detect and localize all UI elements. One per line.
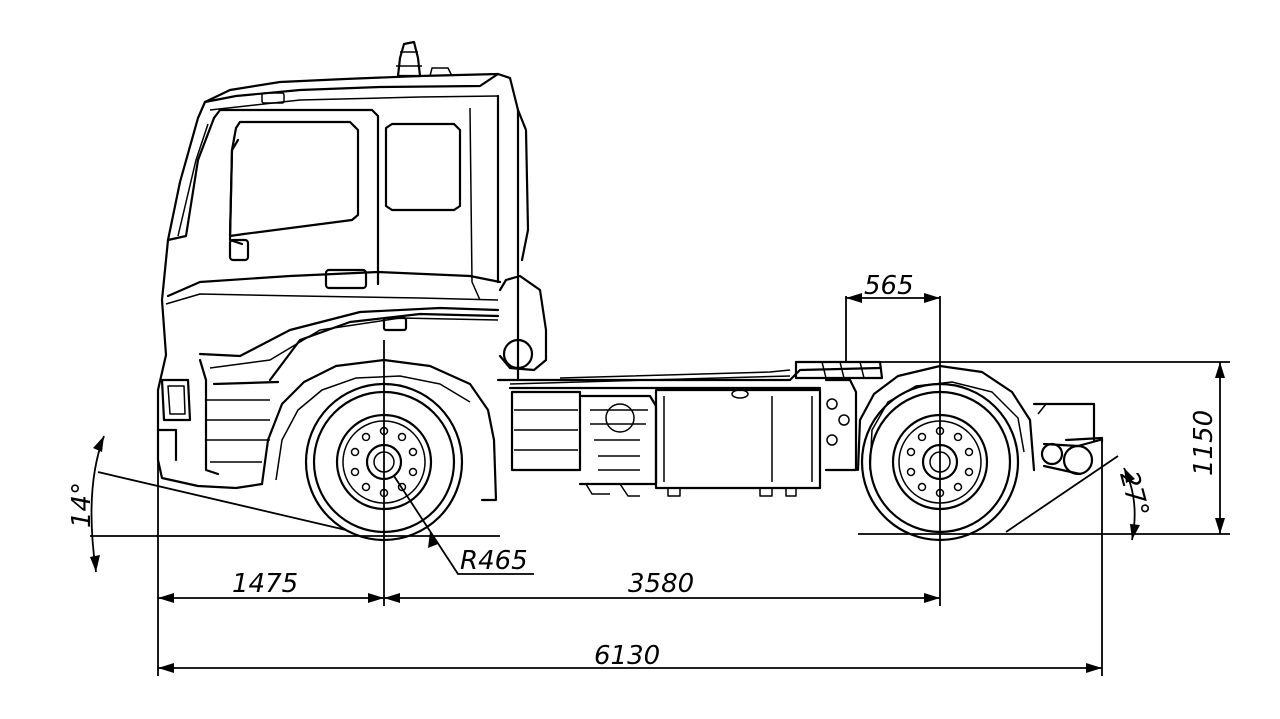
fifth-wheel-height-label: 1150 [1189,410,1219,476]
dimension-arrows [90,293,1225,673]
approach-angle-label: 14° [67,482,97,528]
truck-outline [156,40,1104,502]
fifth-wheel-offset-label: 565 [864,271,914,301]
overall-length-label: 6130 [594,641,660,671]
front-overhang-label: 1475 [232,569,298,599]
wheelbase-label: 3580 [628,569,694,599]
wheel-radius-label: R465 [460,546,528,576]
dimension-lines [90,296,1230,676]
departure-angle-label: 27° [1113,468,1154,520]
